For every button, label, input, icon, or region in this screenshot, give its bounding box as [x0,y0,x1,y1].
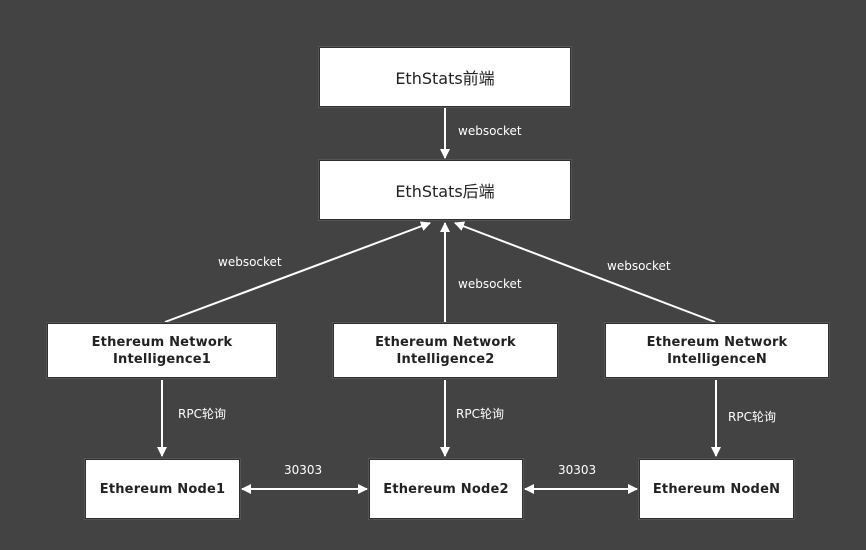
ethstats-backend-node: EthStats后端 [319,160,571,220]
edge-label-eni1-node1: RPC轮询 [178,407,226,421]
ethereum-nodeN: Ethereum NodeN [639,459,794,519]
ethereum-node2: Ethereum Node2 [369,459,523,519]
eni1-label-line2: Intelligence1 [112,351,212,367]
edge-eni1-to-backend [164,221,431,323]
eni1-node: Ethereum Network Intelligence1 [47,323,277,378]
edge-label-eniN-nodeN: RPC轮询 [728,410,776,424]
ethstats-frontend-label: EthStats前端 [395,69,495,88]
edge-label-eni2-backend: websocket [458,277,522,291]
node1-label: Ethereum Node1 [99,481,226,497]
node2-label: Ethereum Node2 [383,481,509,497]
edge-label-frontend-backend: websocket [458,124,522,138]
ethstats-frontend-node: EthStats前端 [319,47,571,107]
ethereum-node1: Ethereum Node1 [85,459,240,519]
edge-label-node1-node2: 30303 [284,463,323,477]
edge-label-node2-nodeN: 30303 [558,463,597,477]
edge-label-eniN-backend: websocket [607,259,671,273]
ethstats-backend-label: EthStats后端 [395,182,495,201]
edge-eniN-to-backend [454,221,716,323]
edge-label-eni2-node2: RPC轮询 [456,407,504,421]
eniN-node: Ethereum Network IntelligenceN [605,323,829,378]
eni2-node: Ethereum Network Intelligence2 [333,323,558,378]
eni2-label-line1: Ethereum Network [375,334,516,350]
eniN-label-line1: Ethereum Network [646,334,788,350]
nodeN-label: Ethereum NodeN [652,481,781,497]
eni1-label-line1: Ethereum Network [91,334,233,350]
eniN-label-line2: IntelligenceN [667,351,767,367]
eni2-label-line2: Intelligence2 [396,351,495,367]
edge-label-eni1-backend: websocket [218,255,282,269]
